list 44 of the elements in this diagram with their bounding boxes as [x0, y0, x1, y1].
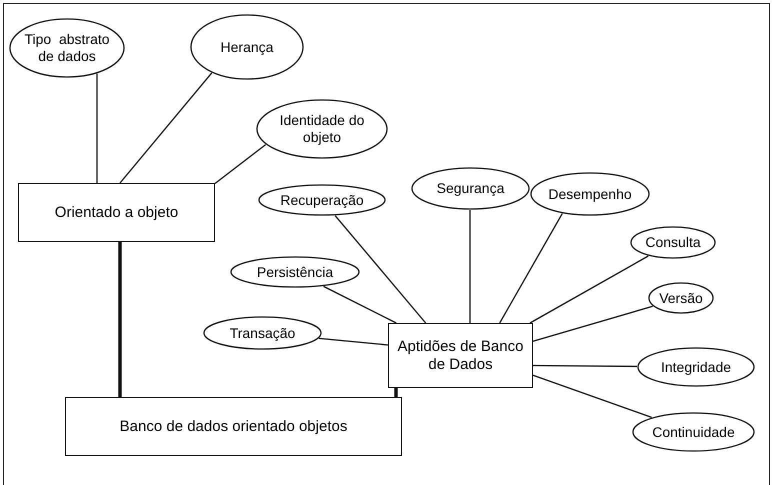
- node-label: Versão: [658, 290, 704, 306]
- node-label: Integridade: [660, 358, 732, 376]
- attribute-ellipse: [632, 412, 755, 452]
- node-label: Transação: [228, 324, 296, 342]
- node-label: Desempenho: [547, 186, 633, 202]
- attribute-ellipse: [230, 256, 360, 288]
- attribute-ellipse: [411, 167, 530, 210]
- node-label: Identidade do objeto: [278, 112, 366, 146]
- node-label: Herança: [220, 38, 274, 56]
- attribute-ellipse: [648, 282, 714, 314]
- connector-line: [118, 242, 122, 397]
- connector-line: [334, 215, 426, 324]
- node-label: Banco de dados orientado objetos: [118, 418, 348, 436]
- connector-line: [120, 72, 212, 184]
- node-label: Segurança: [436, 180, 506, 197]
- attribute-ellipse: [630, 226, 716, 259]
- connector-line: [532, 374, 652, 418]
- node-label: Recuperação: [279, 192, 365, 208]
- attribute-ellipse: [203, 316, 322, 350]
- node-label: Orientado a objeto: [54, 204, 180, 222]
- process-box: [18, 183, 215, 242]
- connector-line: [499, 213, 563, 324]
- node-label: Consulta: [644, 234, 702, 251]
- attribute-ellipse: [256, 99, 388, 159]
- connector-line: [469, 210, 471, 323]
- connector-line: [532, 306, 653, 342]
- connector-line: [318, 338, 388, 346]
- connector-line: [530, 255, 649, 324]
- attribute-ellipse: [530, 172, 650, 216]
- node-label: Persistência: [256, 264, 334, 280]
- node-label: Aptidões de Banco de Dados: [396, 338, 524, 374]
- connector-line: [394, 388, 398, 397]
- connector-line: [323, 286, 397, 324]
- attribute-ellipse: [190, 14, 304, 80]
- node-label: Continuidade: [651, 424, 736, 440]
- process-box: [65, 397, 402, 456]
- connector-line: [214, 144, 266, 184]
- process-box: [388, 323, 533, 388]
- attribute-ellipse: [258, 184, 386, 216]
- attribute-ellipse: [637, 347, 755, 387]
- connector-line: [533, 364, 638, 368]
- connector-line: [96, 74, 98, 183]
- node-label: Tipo abstrato de dados: [23, 31, 111, 65]
- attribute-ellipse: [9, 18, 125, 78]
